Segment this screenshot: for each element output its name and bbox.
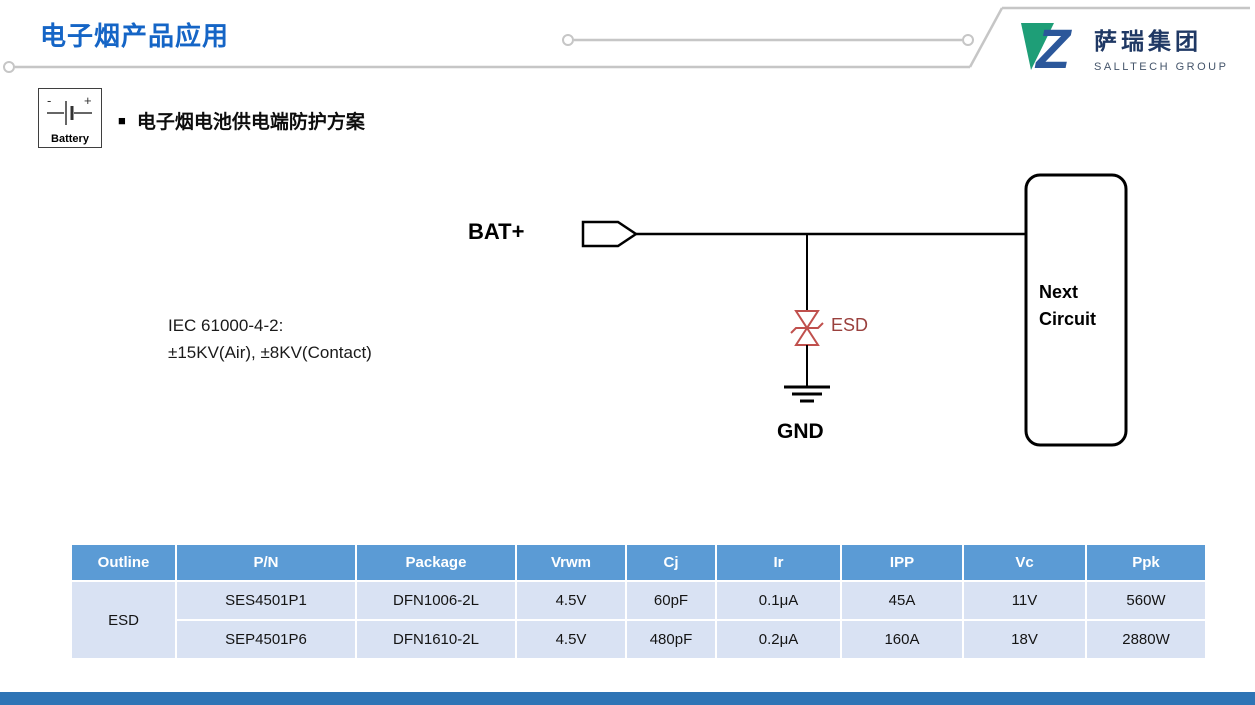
next-circuit-line2: Circuit [1039, 309, 1097, 329]
table-cell: 11V [962, 580, 1087, 621]
table-cell: 2880W [1085, 619, 1207, 660]
column-header-pn: P/N [175, 543, 357, 582]
table-header-row: Outline P/N Package Vrwm Cj Ir IPP Vc Pp… [70, 543, 1207, 582]
table-row: ESD SES4501P1 DFN1006-2L 4.5V 60pF 0.1μA… [70, 580, 1207, 660]
table-cell: 0.1μA [715, 580, 842, 621]
next-circuit-line1: Next [1039, 282, 1079, 302]
section-bullet: ■ [118, 113, 126, 128]
table-cell: 4.5V [515, 619, 627, 660]
column-header-vrwm: Vrwm [515, 543, 627, 582]
battery-label: Battery [51, 133, 89, 145]
table-cell: 480pF [625, 619, 717, 660]
table-cell: 45A [840, 580, 964, 621]
ground-symbol [784, 385, 830, 403]
gnd-label: GND [777, 420, 824, 443]
section-heading: 电子烟电池供电端防护方案 [136, 112, 365, 133]
svg-text:Z: Z [1034, 18, 1072, 76]
footer-bar [0, 692, 1255, 705]
battery-minus-sign: - [47, 93, 51, 108]
outline-cell: ESD [70, 580, 177, 660]
next-circuit-label: Next Circuit [1039, 279, 1096, 333]
battery-symbol-icon: - + [47, 93, 92, 125]
column-header-ir: Ir [715, 543, 842, 582]
table-cell: SEP4501P6 [175, 619, 357, 660]
column-header-package: Package [355, 543, 517, 582]
esd-spec-table: Outline P/N Package Vrwm Cj Ir IPP Vc Pp… [70, 543, 1207, 660]
table-cell: 18V [962, 619, 1087, 660]
column-header-ppk: Ppk [1085, 543, 1207, 582]
table-cell: SES4501P1 [175, 580, 357, 621]
bat-connector [581, 220, 639, 248]
logo-mark-icon: Z [1021, 18, 1072, 76]
table-cell: 60pF [625, 580, 717, 621]
esd-label: ESD [831, 315, 869, 335]
battery-plus-sign: + [84, 93, 92, 108]
esd-diode-symbol [790, 310, 824, 346]
battery-icon: - + Battery [38, 88, 102, 148]
iec-line2: ±15KV(Air), ±8KV(Contact) [168, 343, 372, 362]
logo-name-en: SALLTECH GROUP [1094, 60, 1229, 73]
section-heading-row: ■ 电子烟电池供电端防护方案 [118, 107, 365, 134]
column-header-outline: Outline [70, 543, 177, 582]
column-header-ipp: IPP [840, 543, 964, 582]
iec-line1: IEC 61000-4-2: [168, 316, 284, 335]
iec-standard-note: IEC 61000-4-2: ±15KV(Air), ±8KV(Contact) [168, 312, 372, 366]
table-cell: DFN1006-2L [355, 580, 517, 621]
table-cell: 4.5V [515, 580, 627, 621]
column-header-vc: Vc [962, 543, 1087, 582]
bat-plus-label: BAT+ [468, 219, 525, 244]
company-logo: Z 萨瑞集团 SALLTECH GROUP [1016, 16, 1246, 78]
table-row: SEP4501P6 DFN1610-2L 4.5V 480pF 0.2μA 16… [71, 619, 1207, 660]
column-header-cj: Cj [625, 543, 717, 582]
logo-name-cn: 萨瑞集团 [1094, 27, 1202, 54]
page-title: 电子烟产品应用 [40, 21, 230, 51]
table-cell: 560W [1085, 580, 1207, 621]
table-cell: 160A [840, 619, 964, 660]
table-cell: DFN1610-2L [355, 619, 517, 660]
table-cell: 0.2μA [715, 619, 842, 660]
